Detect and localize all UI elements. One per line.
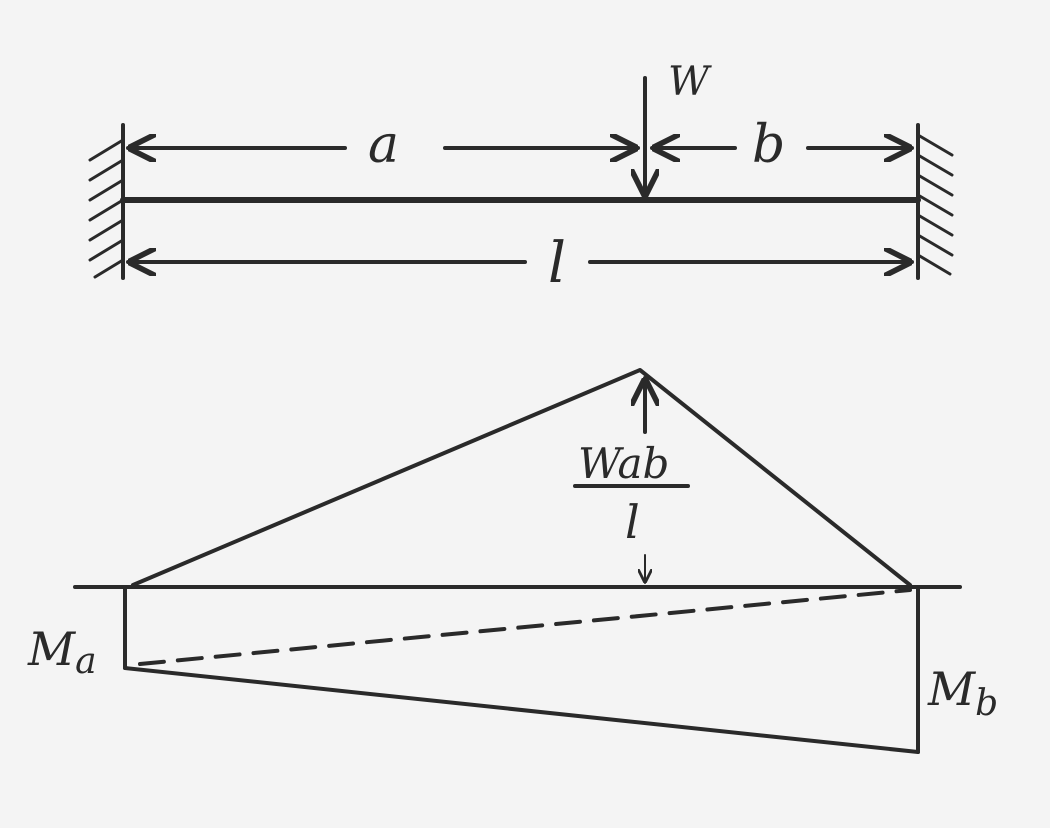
fixed-end-moment-line — [123, 666, 920, 754]
moment-b-label: Mb — [927, 662, 998, 724]
load-label: W — [668, 59, 712, 105]
dashed-moment-line — [138, 588, 912, 666]
right-fixed-support — [916, 123, 954, 280]
svg-text:Mb: Mb — [927, 662, 998, 724]
dimension-a-label: a — [368, 115, 399, 175]
moment-denominator: l — [625, 495, 640, 549]
span-label: l — [548, 231, 566, 296]
moment-numerator: Wab — [578, 439, 669, 488]
left-fixed-support — [88, 123, 125, 280]
dimension-b-label: b — [752, 115, 785, 175]
moment-a-label: Ma — [27, 622, 97, 682]
svg-text:Ma: Ma — [27, 622, 97, 682]
simple-span-moment-triangle — [131, 368, 912, 587]
